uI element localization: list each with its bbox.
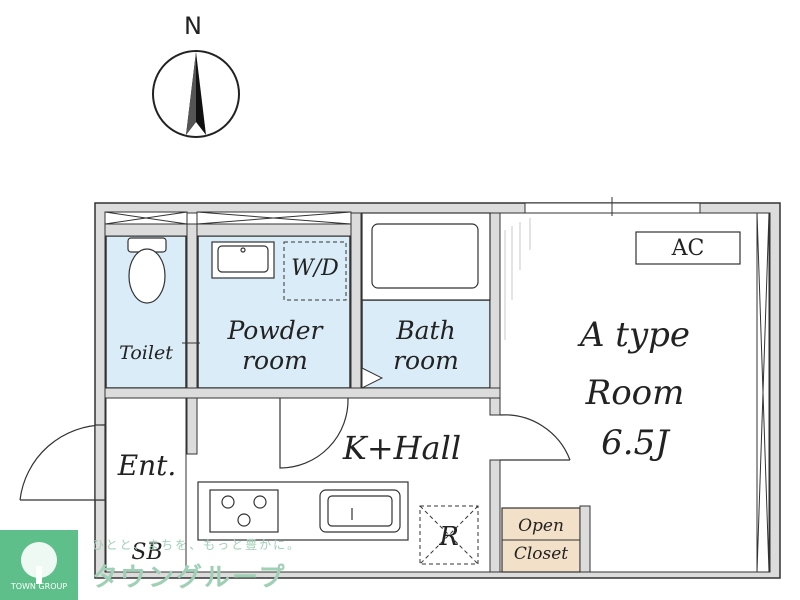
interior-walls: [104, 212, 501, 573]
closet-area: [501, 505, 591, 573]
entrance-door: [19, 424, 106, 501]
watermark-name: タウングループ: [92, 563, 287, 593]
room-shading: [504, 218, 531, 340]
bath-room-label-2: room: [393, 346, 459, 375]
watermark-tagline: ひとと、まちを、もっと豊かに。: [92, 538, 302, 552]
powder-room-label: Powder: [227, 316, 323, 345]
room-door: [499, 414, 571, 461]
kitchen-hall-label: K+Hall: [342, 429, 462, 467]
north-label: N: [184, 12, 202, 40]
powder-door: [279, 397, 349, 469]
main-room-label: Room: [585, 373, 685, 413]
company-logo: [0, 530, 78, 600]
ac-label: AC: [671, 236, 705, 261]
bath-door-icon: [361, 367, 384, 389]
closet-label: Open: [518, 516, 564, 536]
washer-dryer-area: [283, 241, 347, 301]
bath-room-label: Bath: [396, 316, 456, 345]
right-window: [756, 212, 770, 573]
washer-dryer-label: W/D: [291, 256, 339, 281]
compass: [152, 50, 240, 138]
bathtub-icon: [361, 212, 491, 301]
watermark: ひとと、まちを、もっと豊かに。 タウングループ: [92, 536, 301, 594]
ac-unit: [635, 231, 741, 265]
shoe-box-label: SB: [131, 540, 163, 565]
entrance-label: Ent.: [117, 449, 177, 482]
entrance-step: [105, 397, 187, 573]
toilet-icon: [127, 237, 167, 304]
powder-room-label-2: room: [242, 346, 308, 375]
main-room-size-label: 6.5J: [601, 423, 669, 463]
refrigerator-label: R: [439, 522, 459, 552]
top-windows: [104, 197, 701, 225]
toilet-label: Toilet: [119, 342, 173, 364]
main-room-type-label: A type: [579, 315, 691, 355]
closet-label-2: Closet: [513, 544, 569, 564]
kitchen-counter: [197, 481, 409, 541]
company-name-en: TOWN GROUP: [10, 582, 68, 591]
refrigerator-area: [419, 505, 479, 565]
washbasin-icon: [211, 241, 275, 279]
